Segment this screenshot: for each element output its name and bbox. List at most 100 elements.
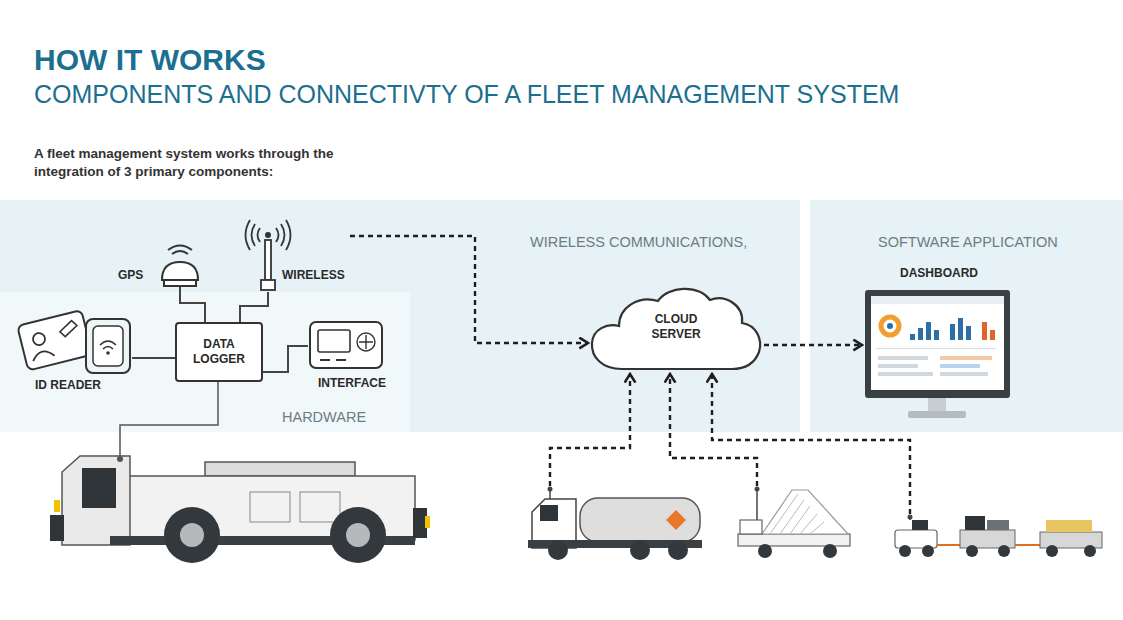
drawing-part (180, 523, 204, 547)
drawing-part (918, 328, 923, 340)
drawing-part (908, 411, 966, 418)
drawing-part (164, 507, 220, 563)
wire (263, 346, 308, 372)
wire (180, 287, 205, 322)
drawing-part (106, 351, 110, 355)
drawing-part (330, 507, 386, 563)
drawing-part (908, 515, 913, 520)
node-label: ID READER (35, 378, 101, 393)
drawing-part (958, 318, 963, 340)
drawing-part (712, 374, 910, 514)
drawing-part (164, 280, 196, 286)
drawing-part (871, 296, 1004, 304)
drawing-part (950, 324, 955, 340)
drawing-part (878, 356, 928, 360)
cloud-server: CLOUD SERVER (588, 283, 764, 371)
drawing-part (1015, 544, 1040, 546)
wire (240, 292, 268, 322)
drawing-part (912, 520, 928, 530)
drawing-part (630, 540, 650, 560)
drawing-part (1046, 545, 1058, 557)
drawing-part (755, 487, 760, 492)
drawing-part (960, 530, 1015, 548)
drawing-part (928, 398, 946, 412)
drawing-part (162, 262, 198, 280)
drawing-part (966, 326, 971, 340)
drawing-part (310, 322, 382, 368)
drawing-part (318, 330, 350, 352)
drawing-part (865, 290, 1010, 398)
tug-vehicle (50, 456, 430, 563)
gps-unit: GPS (110, 240, 205, 287)
baggage-train (895, 515, 1102, 558)
drawing-part (346, 523, 370, 547)
drawing-part (17, 310, 92, 371)
drawing-part (1040, 532, 1102, 548)
node-label: GPS (118, 268, 143, 283)
drawing-part (17, 310, 92, 371)
drawing-part (926, 322, 931, 340)
drawing-part (922, 545, 934, 557)
hardware-panel: HARDWARE ID READER DATA LOGGER INTERFACE (0, 292, 410, 432)
drawing-part (899, 545, 911, 557)
drawing-part (738, 534, 850, 546)
drawing-part (413, 508, 427, 538)
drawing-part (940, 372, 988, 376)
drawing-part (320, 359, 346, 361)
drawing-part (876, 348, 996, 349)
drawing-part (987, 520, 1009, 530)
stairs-truck (738, 487, 850, 559)
drawing-part (937, 544, 960, 546)
drawing-part (940, 356, 992, 360)
drawing-part (540, 505, 558, 521)
drawing-part (265, 232, 271, 238)
drawing-part (871, 296, 1004, 390)
data-logger-box: DATA LOGGER (175, 322, 263, 382)
drawing-part (1046, 520, 1092, 532)
drawing-part (359, 335, 373, 349)
node-label: WIRELESS COMMUNICATIONS, (530, 233, 747, 251)
wireless-band: WIRELESS COMMUNICATIONS, HARDWARE ID READE… (0, 200, 800, 432)
drawing-part (670, 374, 757, 486)
drawing-part (357, 333, 375, 351)
drawing-part (668, 540, 688, 560)
drawing-part (50, 515, 64, 541)
drawing-part (965, 516, 985, 530)
software-band: SOFTWARE APPLICATION DASHBOARD (810, 200, 1123, 432)
drawing-part (31, 349, 54, 361)
drawing-part (86, 319, 130, 373)
drawing-part (910, 334, 915, 340)
drawing-part (762, 490, 848, 534)
drawing-part (990, 330, 995, 340)
drawing-part (878, 372, 933, 376)
node-label: INTERFACE (318, 376, 386, 391)
drawing-part (205, 462, 355, 476)
drawing-part (878, 364, 918, 368)
drawing-part (740, 520, 762, 534)
node-label: HARDWARE (282, 408, 366, 426)
drawing-part (548, 540, 568, 560)
dashboard-monitor: DASHBOARD (862, 264, 1012, 422)
drawing-part (250, 492, 290, 522)
drawing-part (32, 332, 47, 347)
drawing-part (300, 492, 340, 522)
drawing-part (550, 374, 910, 514)
drawing-part (62, 456, 130, 545)
drawing-part (120, 382, 218, 458)
drawing-part (770, 494, 824, 534)
dashboard-monitor-icon (862, 264, 1012, 422)
drawing-part (592, 289, 760, 369)
drawing-part (100, 341, 116, 349)
drawing-part (54, 500, 60, 512)
node-label: SOFTWARE APPLICATION (878, 233, 1058, 251)
node-label: DASHBOARD (900, 266, 978, 281)
drawing-part (1084, 545, 1096, 557)
drawing-part (548, 487, 553, 492)
drawing-part (881, 317, 899, 335)
drawing-part (246, 220, 291, 250)
drawing-part (966, 545, 978, 557)
drawing-part (261, 280, 275, 290)
intro-note: A fleet management system works through … (34, 145, 349, 180)
drawing-part (117, 456, 123, 462)
